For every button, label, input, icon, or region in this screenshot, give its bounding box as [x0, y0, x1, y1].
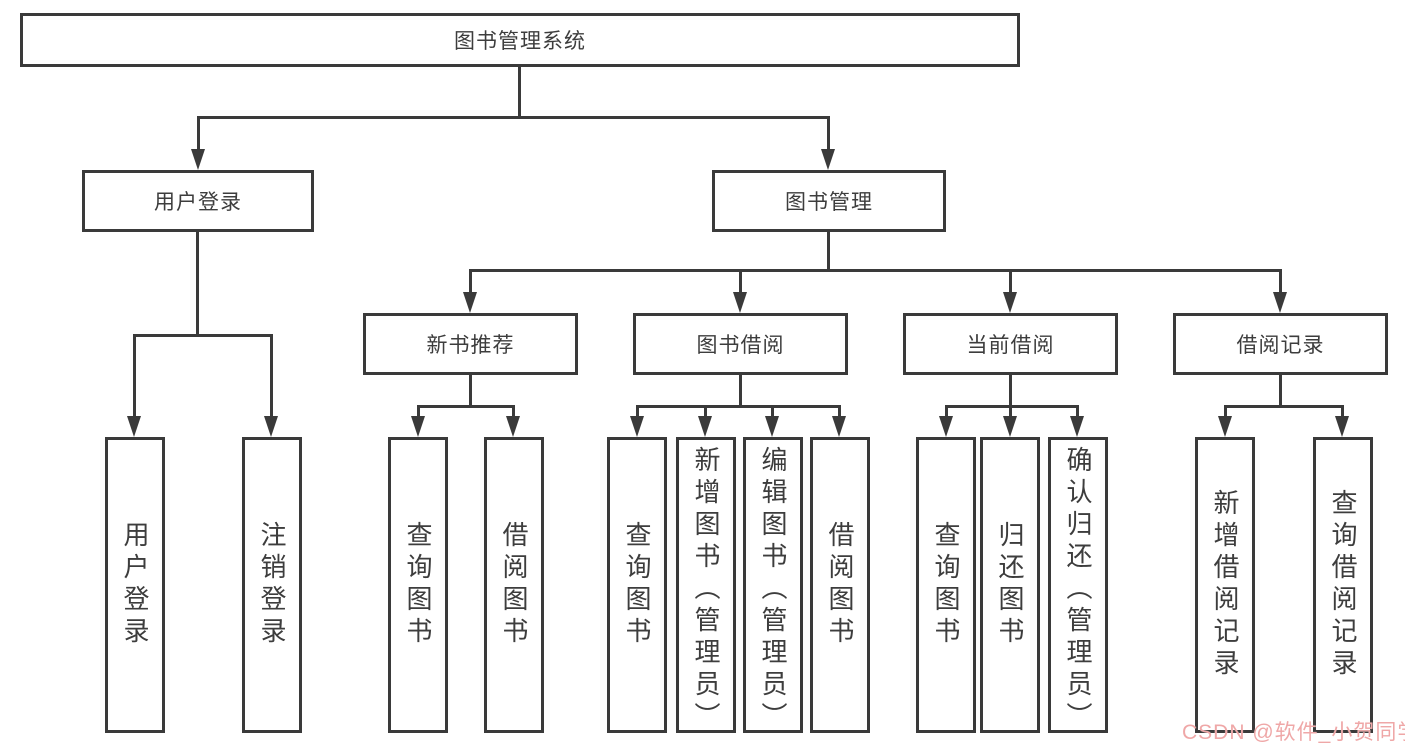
- leaf-logout: 注销登录: [242, 437, 302, 733]
- node-user-login: 用户登录: [82, 170, 314, 232]
- leaf-query-borrow-record: 查询借阅记录: [1313, 437, 1373, 733]
- connector-root-trunk: [518, 67, 521, 117]
- arrowhead-down-icon: [832, 416, 846, 437]
- connector-stem: [1279, 269, 1282, 295]
- arrowhead-down-icon: [1335, 416, 1349, 437]
- leaf-user-login: 用户登录: [105, 437, 165, 733]
- connector-split: [1224, 405, 1344, 408]
- node-book-borrowing: 图书借阅: [633, 313, 848, 375]
- connector-stem: [417, 405, 420, 419]
- connector-stem: [512, 405, 515, 419]
- connector-stub: [1279, 375, 1282, 407]
- node-book-management: 图书管理: [712, 170, 946, 232]
- connector-stem: [739, 269, 742, 295]
- arrowhead-down-icon: [1003, 416, 1017, 437]
- connector-stem: [704, 405, 707, 419]
- arrowhead-down-icon: [1003, 292, 1017, 313]
- leaf-borrow-books: 借阅图书: [810, 437, 870, 733]
- arrowhead-down-icon: [1070, 416, 1084, 437]
- connector-book-mgmt-trunk: [827, 232, 830, 271]
- arrowhead-down-icon: [698, 416, 712, 437]
- connector-stem: [133, 334, 136, 418]
- connector-user-login-trunk: [196, 232, 199, 335]
- leaf-add-borrow-record: 新增借阅记录: [1195, 437, 1255, 733]
- arrowhead-down-icon: [765, 416, 779, 437]
- connector-stem: [1009, 269, 1012, 295]
- leaf-edit-books-admin: 编辑图书（管理员）: [743, 437, 803, 734]
- connector-stub: [1009, 375, 1012, 407]
- connector-stem: [270, 334, 273, 418]
- arrowhead-down-icon: [733, 292, 747, 313]
- connector-stub: [469, 375, 472, 407]
- connector-stem: [469, 269, 472, 295]
- connector-split: [636, 405, 841, 408]
- arrowhead-down-icon: [191, 149, 205, 170]
- connector-stem: [771, 405, 774, 419]
- connector-stem: [197, 116, 200, 150]
- leaf-add-books-admin: 新增图书（管理员）: [676, 437, 736, 734]
- leaf-query-books-current: 查询图书: [916, 437, 976, 733]
- csdn-watermark: CSDN @软件_小贺同学: [1182, 721, 1405, 744]
- leaf-query-books-borrow: 查询图书: [607, 437, 667, 733]
- leaf-return-books: 归还图书: [980, 437, 1040, 733]
- connector-stem: [1009, 405, 1012, 419]
- connector-stem: [1076, 405, 1079, 419]
- connector-stem: [1224, 405, 1227, 419]
- connector-split: [417, 405, 515, 408]
- node-current-borrowing: 当前借阅: [903, 313, 1118, 375]
- leaf-confirm-return-admin: 确认归还（管理员）: [1048, 437, 1108, 734]
- node-new-book-recommend: 新书推荐: [363, 313, 578, 375]
- connector-user-login-split: [133, 334, 273, 337]
- arrowhead-down-icon: [127, 416, 141, 437]
- arrowhead-down-icon: [630, 416, 644, 437]
- arrowhead-down-icon: [1273, 292, 1287, 313]
- connector-stem: [636, 405, 639, 419]
- arrowhead-down-icon: [264, 416, 278, 437]
- arrowhead-down-icon: [939, 416, 953, 437]
- connector-stem: [945, 405, 948, 419]
- arrowhead-down-icon: [463, 292, 477, 313]
- node-borrowing-records: 借阅记录: [1173, 313, 1388, 375]
- connector-stem: [838, 405, 841, 419]
- connector-split: [945, 405, 1079, 408]
- leaf-query-books-recommend: 查询图书: [388, 437, 448, 733]
- connector-level2-split: [197, 116, 830, 119]
- arrowhead-down-icon: [1218, 416, 1232, 437]
- arrowhead-down-icon: [411, 416, 425, 437]
- connector-stem: [827, 116, 830, 150]
- leaf-borrow-books-recommend: 借阅图书: [484, 437, 544, 733]
- arrowhead-down-icon: [821, 149, 835, 170]
- connector-stub: [739, 375, 742, 407]
- arrowhead-down-icon: [506, 416, 520, 437]
- node-library-system: 图书管理系统: [20, 13, 1020, 67]
- connector-level3-split: [469, 269, 1281, 272]
- connector-stem: [1341, 405, 1344, 419]
